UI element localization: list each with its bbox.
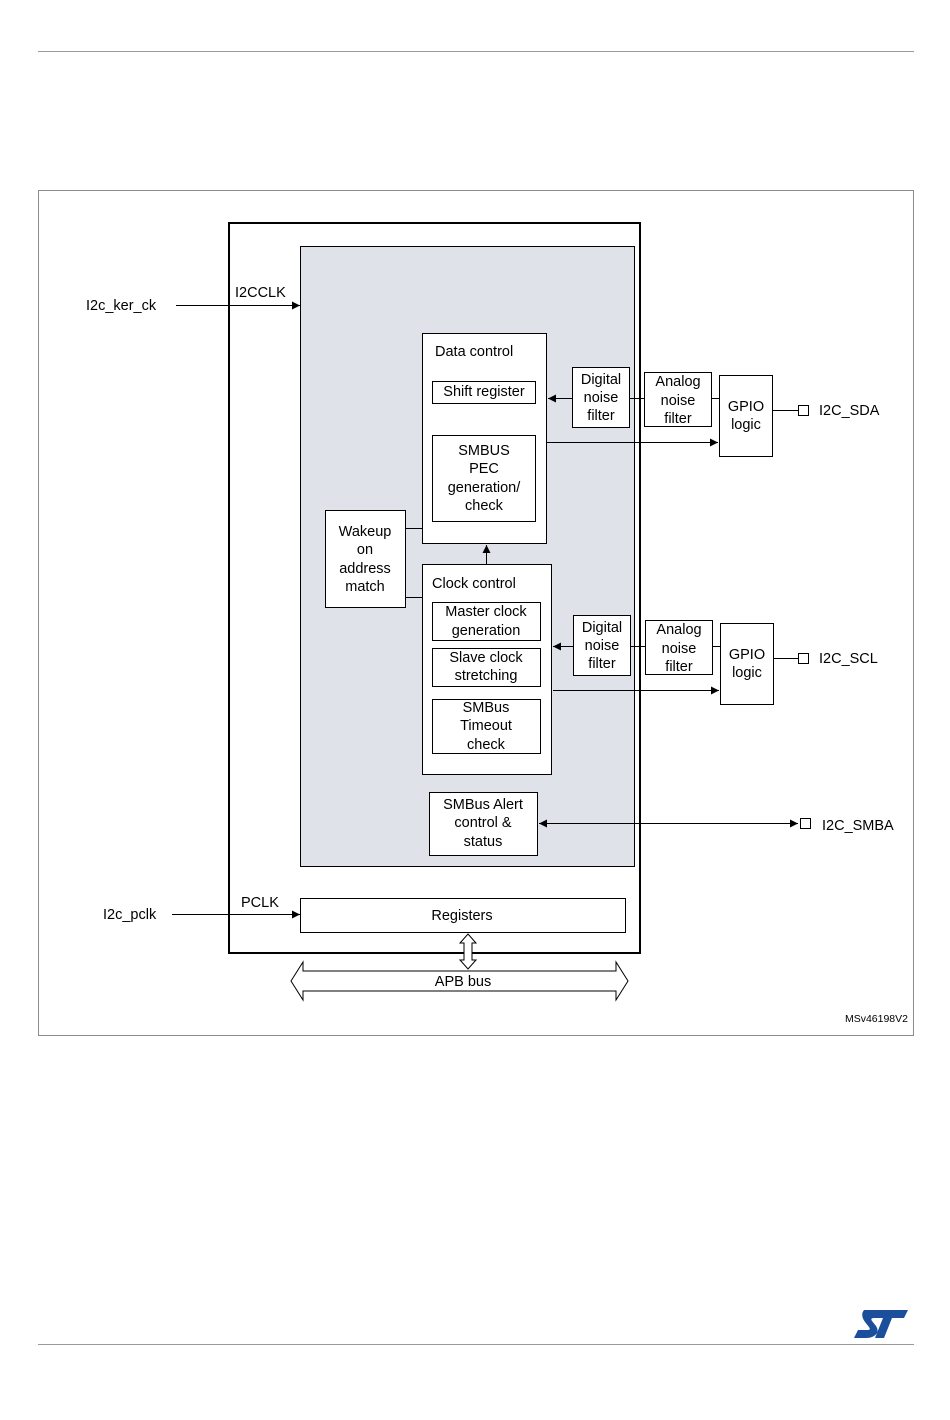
sda-digital-filter-line-3: filter [587, 408, 615, 424]
input-label-ker-ck: I2c_ker_ck [86, 298, 157, 314]
sda-pin-icon [798, 405, 809, 416]
sda-analog-filter-line-3: filter [664, 411, 692, 427]
smbus-alert-line-2: control & [454, 815, 512, 831]
scl-digital-filter-line-3: filter [588, 656, 616, 672]
sda-digital-filter-box [572, 367, 630, 428]
sda-pin-label: I2C_SDA [819, 403, 880, 419]
scl-pin-icon [798, 653, 809, 664]
master-clock-line-1: Master clock [445, 604, 527, 620]
smbus-timeout-line-3: check [467, 737, 506, 753]
smbus-pec-box [432, 435, 536, 522]
wakeup-line-2: on [357, 542, 373, 558]
registers-apb-double-arrow [458, 933, 478, 970]
sda-digital-filter-line-1: Digital [581, 372, 621, 388]
clock-control-label: Clock control [432, 576, 516, 592]
header-rule [38, 51, 914, 52]
sda-gpio-line-2: logic [731, 417, 761, 433]
slave-clock-line-2: stretching [455, 668, 518, 684]
pin-label-i2cclk: I2CCLK [235, 285, 286, 301]
sda-gpio-logic-box [719, 375, 773, 457]
scl-analog-filter-line-1: Analog [656, 622, 701, 638]
scl-gpio-line-1: GPIO [729, 647, 765, 663]
wakeup-line-3: address [339, 561, 391, 577]
smbus-pec-line-3: generation/ [448, 480, 522, 496]
smbus-pec-line-2: PEC [469, 461, 499, 477]
sda-digital-filter-line-2: noise [584, 390, 619, 406]
st-logo-icon [854, 1310, 908, 1338]
smbus-timeout-line-1: SMBus [463, 700, 510, 716]
smbus-alert-box [429, 792, 538, 856]
slave-clock-line-1: Slave clock [449, 650, 523, 666]
wakeup-box [325, 510, 406, 608]
apb-bus-label: APB bus [435, 974, 491, 990]
scl-pin-label: I2C_SCL [819, 651, 878, 667]
figure-id: MSv46198V2 [845, 1013, 908, 1025]
smbus-timeout-line-2: Timeout [460, 718, 512, 734]
registers-label: Registers [431, 908, 492, 924]
smbus-pec-line-1: SMBUS [458, 443, 510, 459]
sda-analog-filter-line-1: Analog [655, 374, 700, 390]
apb-bus-arrow [290, 960, 629, 1002]
master-clock-line-2: generation [452, 623, 521, 639]
smbus-alert-line-3: status [464, 834, 503, 850]
scl-gpio-line-2: logic [732, 665, 762, 681]
scl-digital-filter-line-1: Digital [582, 620, 622, 636]
input-label-pclk: I2c_pclk [103, 907, 157, 923]
footer-rule [38, 1344, 914, 1345]
wakeup-line-4: match [345, 579, 385, 595]
scl-gpio-logic-box [720, 623, 774, 705]
scl-analog-filter-line-3: filter [665, 659, 693, 675]
pin-label-pclk: PCLK [241, 895, 279, 911]
scl-digital-filter-box [573, 615, 631, 676]
sda-gpio-line-1: GPIO [728, 399, 764, 415]
data-control-label: Data control [435, 344, 513, 360]
smbus-alert-line-1: SMBus Alert [443, 797, 523, 813]
shift-register-label: Shift register [443, 384, 525, 400]
shift-register-box [432, 381, 536, 404]
scl-digital-filter-line-2: noise [585, 638, 620, 654]
registers-box [300, 898, 626, 933]
slave-clock-box [432, 648, 541, 687]
wakeup-line-1: Wakeup [339, 524, 392, 540]
smbus-timeout-box [432, 699, 541, 754]
sda-analog-filter-box [644, 372, 712, 427]
master-clock-box [432, 602, 541, 641]
smba-pin-label: I2C_SMBA [822, 818, 894, 834]
scl-analog-filter-line-2: noise [662, 641, 697, 657]
sda-analog-filter-line-2: noise [661, 393, 696, 409]
scl-analog-filter-box [645, 620, 713, 675]
smbus-pec-line-4: check [465, 498, 504, 514]
smba-pin-icon [800, 818, 811, 829]
